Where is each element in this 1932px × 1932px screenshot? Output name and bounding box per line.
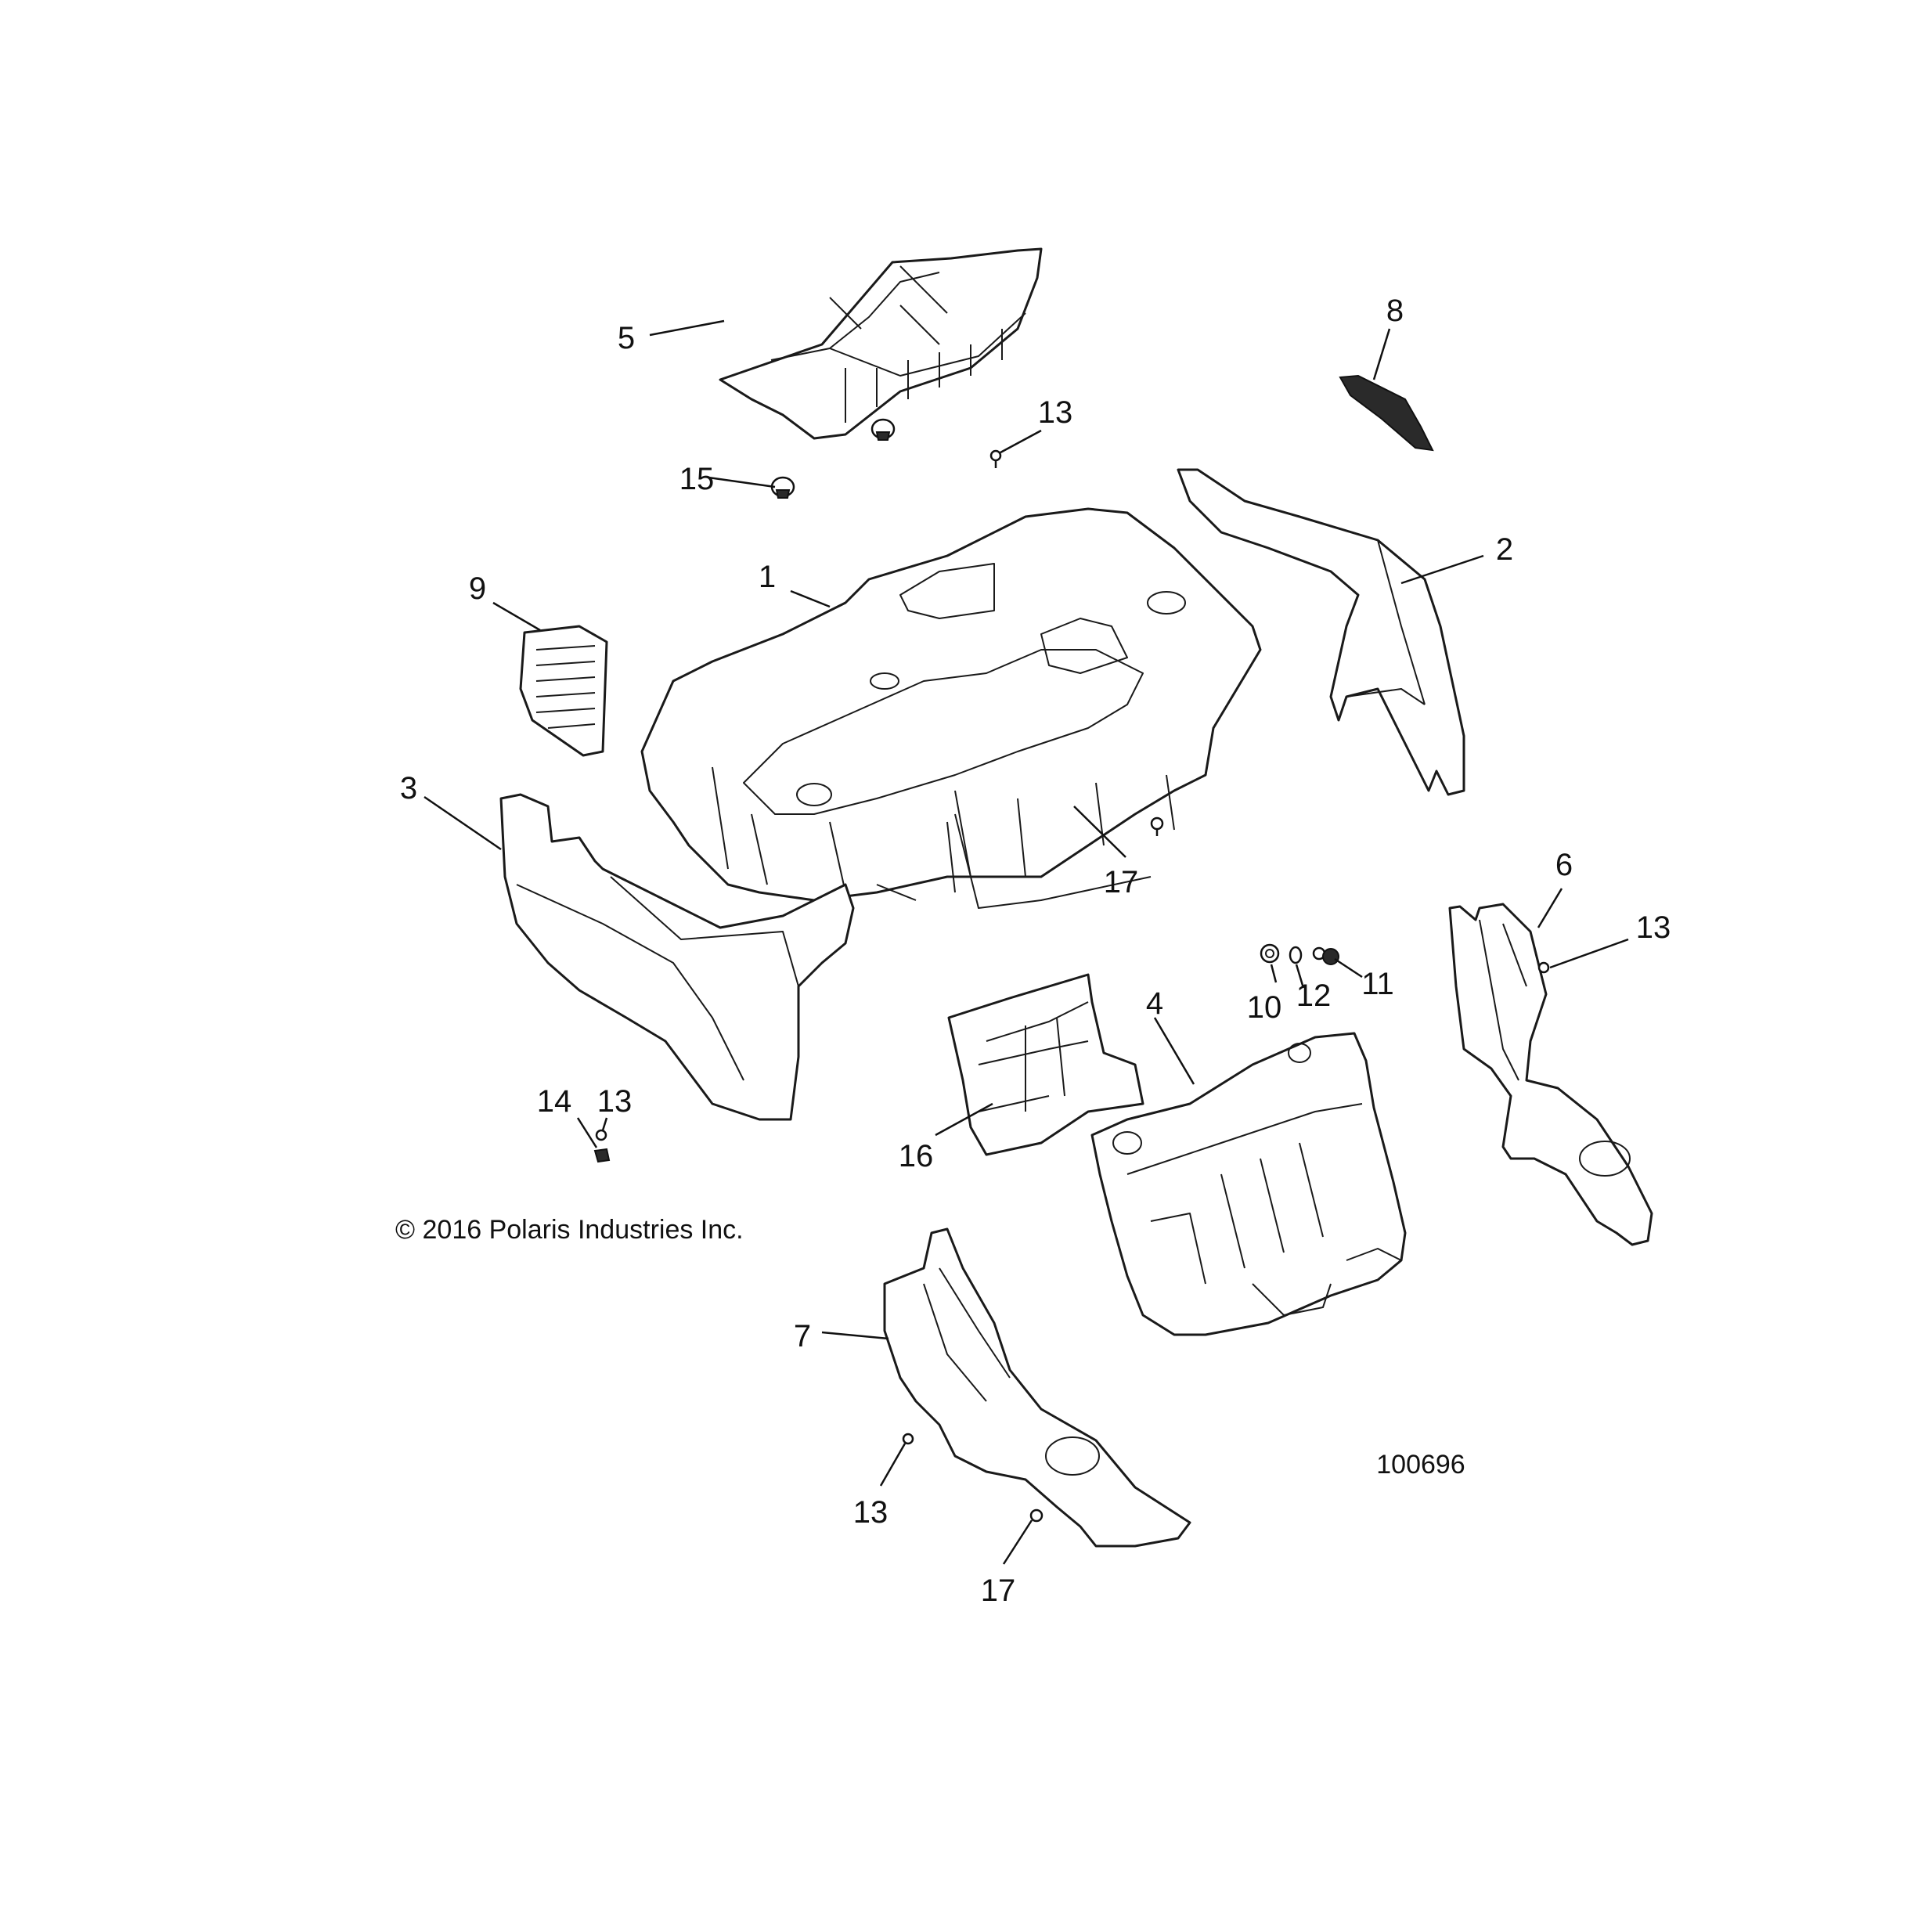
- part-16-liner: [947, 973, 1144, 1156]
- figure-number: 100696: [1376, 1450, 1465, 1480]
- leader-lines: [424, 319, 1629, 1565]
- part-9-grille: [519, 625, 608, 757]
- part-13-screw-d: [902, 1433, 914, 1445]
- callout-13-bottom: 13: [853, 1495, 889, 1530]
- callout-11: 11: [1361, 967, 1394, 1001]
- part-13-screw-a: [989, 449, 1002, 468]
- callout-labels: 5 8 13 15 2 1 9 3 17 6 13 10 12 11 4 16 …: [400, 294, 1671, 1608]
- callout-4: 4: [1146, 986, 1163, 1021]
- callout-17-lower: 17: [981, 1573, 1016, 1608]
- part-5-rack: [719, 247, 1043, 440]
- callout-8: 8: [1386, 294, 1404, 328]
- part-7-left-fender: [883, 1227, 1191, 1548]
- part-13-screw-b: [595, 1129, 607, 1141]
- callout-5: 5: [618, 321, 635, 355]
- callout-14: 14: [537, 1084, 572, 1119]
- part-4-skid-plate: [1090, 1032, 1407, 1336]
- callout-13-right: 13: [1636, 910, 1671, 945]
- part-6-right-fender: [1448, 903, 1653, 1246]
- part-10-nut: [1260, 943, 1280, 964]
- callout-12: 12: [1296, 979, 1332, 1013]
- callout-2: 2: [1496, 532, 1513, 567]
- part-17-screw-a: [1150, 816, 1164, 836]
- callout-6: 6: [1555, 848, 1573, 882]
- part-17-screw-b: [1029, 1508, 1043, 1523]
- part-8-tab: [1339, 374, 1434, 452]
- part-14-clip: [593, 1148, 611, 1163]
- part-11-screw: [1312, 946, 1339, 965]
- callout-15: 15: [679, 462, 715, 496]
- part-3-left-panel: [499, 793, 855, 1121]
- callout-13-top: 13: [1038, 395, 1073, 430]
- part-15-grommets: [770, 418, 896, 499]
- copyright-notice: © 2016 Polaris Industries Inc.: [395, 1215, 744, 1245]
- part-2-right-panel: [1177, 468, 1465, 796]
- callout-16: 16: [899, 1139, 934, 1173]
- part-1-storage-bin: [640, 507, 1262, 909]
- callout-3: 3: [400, 771, 417, 806]
- callout-13-left: 13: [597, 1084, 633, 1119]
- callout-7: 7: [794, 1319, 811, 1353]
- callout-1: 1: [759, 560, 776, 594]
- part-12-washer: [1289, 946, 1303, 964]
- callout-17-upper: 17: [1104, 865, 1139, 899]
- callout-9: 9: [469, 571, 486, 606]
- part-13-screw-c: [1537, 961, 1550, 974]
- callout-10: 10: [1247, 990, 1282, 1025]
